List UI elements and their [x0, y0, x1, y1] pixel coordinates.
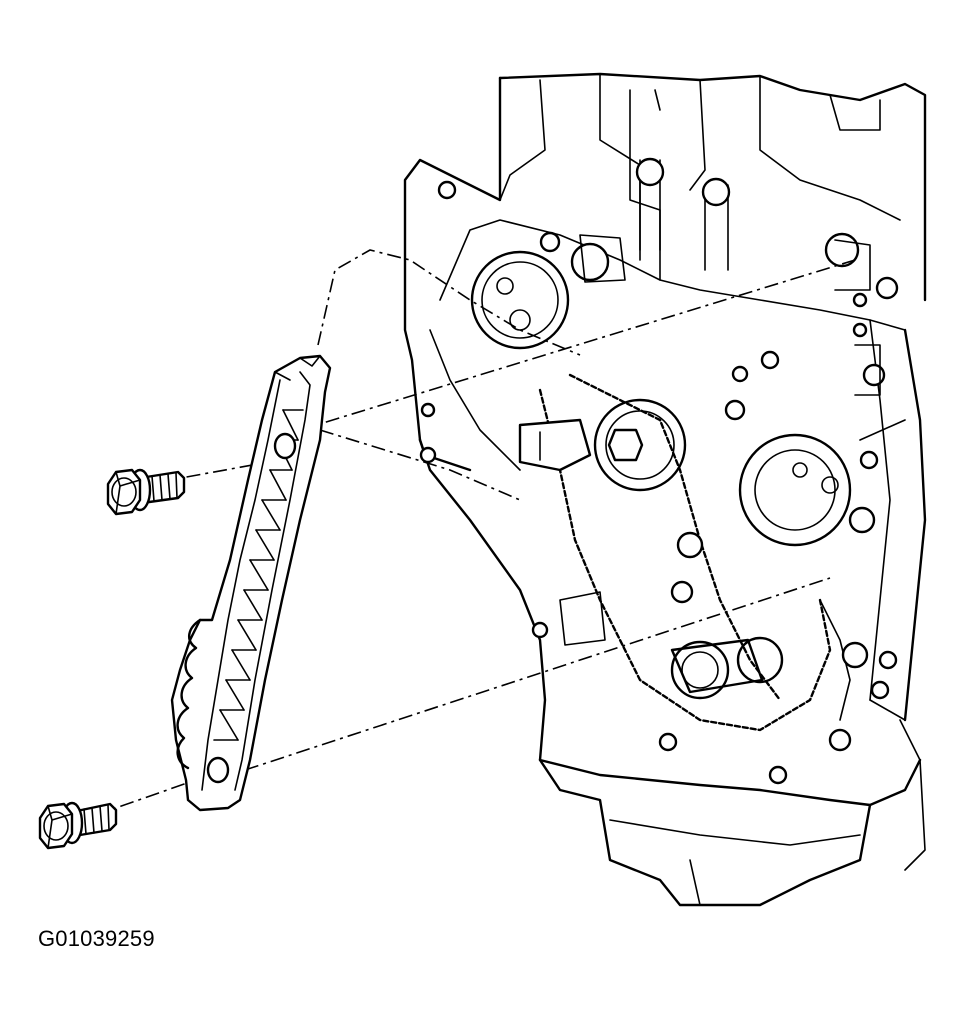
guide-bolt-upper: [106, 468, 186, 516]
engine-block: [403, 72, 927, 907]
figure-id-label: G01039259: [38, 926, 155, 951]
assembly-lines: [109, 249, 856, 811]
guide-bolt-lower: [38, 801, 118, 850]
timing-chain-guide: [170, 354, 332, 812]
